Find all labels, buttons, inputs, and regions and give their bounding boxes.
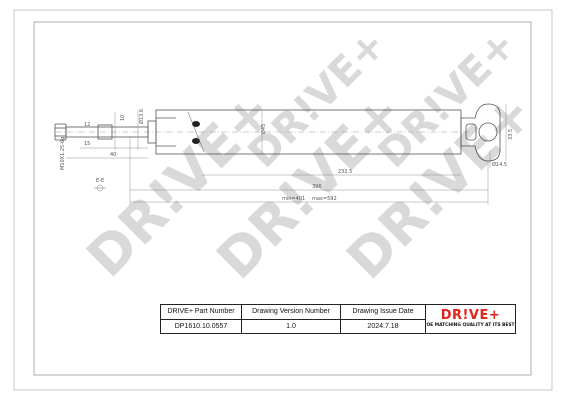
brand-logo: DR!VE+ OE MATCHING QUALITY AT ITS BEST xyxy=(426,305,515,333)
dim-15: 15 xyxy=(84,141,90,147)
dim-40: 40 xyxy=(110,152,116,158)
issue-date-value: 2024.7.18 xyxy=(367,322,399,330)
logo-wordmark: DR!VE+ xyxy=(440,308,501,323)
dim-13: Ø13.6 xyxy=(138,109,145,124)
dim-45: Ø45 xyxy=(260,124,267,134)
title-block: DRIVE+ Part Number DP1610.10.0557 Drawin… xyxy=(160,304,516,334)
thread-nut xyxy=(54,123,67,141)
section-label: E-E xyxy=(96,178,104,184)
logo-slogan: OE MATCHING QUALITY AT ITS BEST xyxy=(426,323,515,328)
dimension-lines xyxy=(66,104,507,205)
dim-thread: M10X1.25-6g xyxy=(60,137,66,170)
dim-right-diameter: Ø14.5 xyxy=(492,161,507,168)
dim-12: 12 xyxy=(84,122,90,128)
dim-232: 232.5 xyxy=(338,169,352,175)
dim-10: 10 xyxy=(120,115,126,121)
issue-date-header: Drawing Issue Date xyxy=(341,305,425,320)
part-number-column: DRIVE+ Part Number DP1610.10.0557 xyxy=(161,305,242,333)
end-eye xyxy=(460,103,501,162)
part-number-header: DRIVE+ Part Number xyxy=(161,305,241,320)
version-value: 1.0 xyxy=(286,322,296,330)
dim-right-height: 33.5 xyxy=(508,129,514,140)
rod-collar xyxy=(97,124,113,140)
dim-min: min=401 xyxy=(282,196,305,202)
version-column: Drawing Version Number 1.0 xyxy=(242,305,341,333)
section-symbol xyxy=(94,184,106,192)
outer-frame xyxy=(13,9,553,391)
dim-max: max=592 xyxy=(312,196,337,202)
shock-absorber xyxy=(54,103,501,162)
watermark-group: DR!VE+ DR!VE+ DR!VE+ DR!VE+ DR!VE+ xyxy=(75,21,546,291)
dim-396: 396 xyxy=(312,184,322,190)
issue-date-column: Drawing Issue Date 2024.7.18 xyxy=(341,305,426,333)
inner-frame xyxy=(33,21,532,376)
part-number-value: DP1610.10.0557 xyxy=(174,322,228,330)
version-header: Drawing Version Number xyxy=(242,305,340,320)
